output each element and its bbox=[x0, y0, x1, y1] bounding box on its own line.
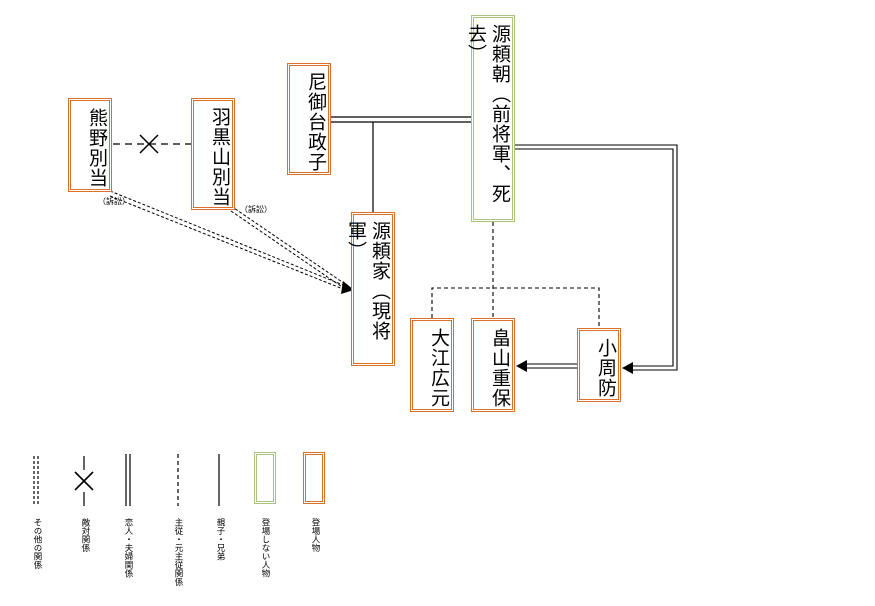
lovers-line-yoritomo-kosuo bbox=[515, 144, 678, 371]
lawsuit-label-left: （訴訟） bbox=[98, 197, 130, 206]
node-hatakeyama: 畠山重保 bbox=[471, 318, 515, 412]
legend-label-appearing: 登場人物 bbox=[310, 518, 320, 552]
legend-label-master-servant: 主従・元主従関係 bbox=[173, 518, 183, 586]
enemy-cross-mark bbox=[139, 134, 159, 154]
legend-label-not-appearing: 登場しない人物 bbox=[260, 518, 270, 578]
legend-box-appearing bbox=[303, 452, 325, 504]
lawsuit-label-right: （訴訟） bbox=[240, 205, 272, 214]
lawsuit-arrow-haguro bbox=[230, 205, 349, 292]
node-yoritomo: 源頼朝（前将軍、死去） bbox=[465, 15, 515, 222]
legend-box-not-appearing bbox=[254, 452, 276, 504]
lawsuit-arrowhead bbox=[341, 281, 354, 294]
lovers-line-kosuo-hatakeyama bbox=[522, 363, 577, 369]
legend-label-family: 親子・兄弟 bbox=[215, 518, 225, 561]
legend-sample-lovers bbox=[125, 454, 131, 506]
legend-label-other: その他の関係 bbox=[32, 518, 42, 569]
node-haguro: 羽黒山別当 bbox=[191, 98, 235, 210]
legend-label-lovers: 恋人・夫婦関係 bbox=[123, 518, 133, 578]
legend-sample-other bbox=[33, 456, 39, 506]
legend-sample-enemy bbox=[74, 456, 94, 506]
node-kosuo: 小周防 bbox=[577, 328, 621, 402]
node-yoriie: 源頼家（現将軍） bbox=[345, 212, 395, 366]
lovers-arrowhead-kosuo bbox=[622, 362, 633, 374]
legend-label-enemy: 敵対関係 bbox=[80, 518, 90, 552]
node-kumano: 熊野別当 bbox=[68, 98, 112, 192]
node-masako: 尼御台政子 bbox=[287, 63, 331, 175]
node-oe: 大江広元 bbox=[410, 318, 454, 412]
lovers-arrowhead-hatakeyama bbox=[516, 360, 527, 372]
master-servant-line-branch bbox=[431, 287, 600, 328]
lawsuit-arrow-kumano bbox=[109, 190, 349, 292]
